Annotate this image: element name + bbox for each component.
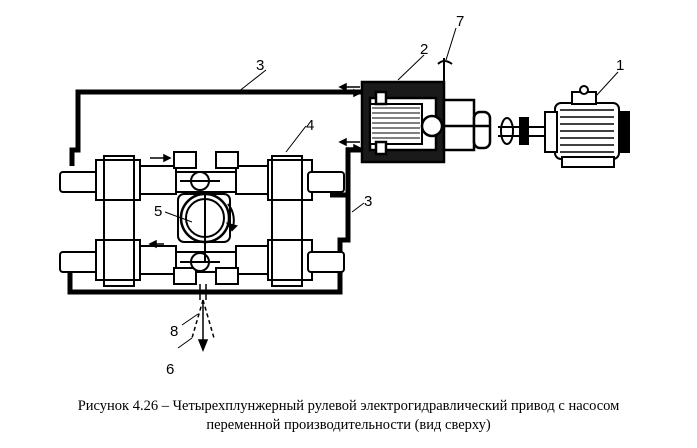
electric-motor — [544, 85, 630, 168]
rudder-pointer — [191, 284, 215, 353]
callout-3-right: 3 — [364, 193, 372, 210]
flow-arrows-pump — [338, 82, 362, 153]
leader-lines — [164, 27, 619, 349]
callout-6: 6 — [166, 361, 174, 378]
ram-cylinder-block — [59, 151, 345, 287]
callout-1: 1 — [616, 57, 624, 74]
callout-5: 5 — [154, 203, 162, 220]
flow-arrows-rams — [148, 153, 172, 249]
callout-3-top: 3 — [256, 57, 264, 74]
figure-caption-line2: переменной производительности (вид сверх… — [206, 417, 491, 433]
callout-4: 4 — [306, 117, 314, 134]
pipeline-3 — [67, 89, 362, 295]
callout-7: 7 — [456, 13, 464, 30]
variable-delivery-pump — [360, 58, 492, 164]
callout-8: 8 — [170, 323, 178, 340]
drive-shaft — [498, 117, 545, 145]
callout-2: 2 — [420, 41, 428, 58]
figure-caption-line1: Рисунок 4.26 – Четырехплунжерный рулевой… — [77, 398, 620, 414]
